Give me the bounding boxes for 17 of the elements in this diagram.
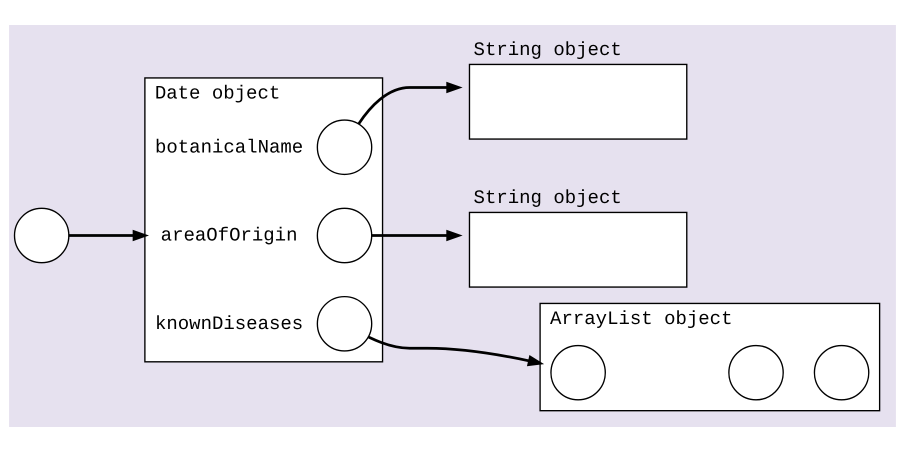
node-label: botanicalName <box>154 136 303 158</box>
node-circle <box>13 208 70 264</box>
arrow <box>371 230 462 242</box>
node-circle <box>728 344 784 401</box>
arrow <box>368 336 544 366</box>
node-circle <box>316 208 372 264</box>
cluster: ArrayList object <box>538 302 880 412</box>
node-circle <box>316 119 372 176</box>
arrow <box>357 82 462 125</box>
node-label: areaOfOrigin <box>160 224 298 247</box>
node-label: String object <box>473 39 622 62</box>
node-label: knownDiseases <box>154 312 303 335</box>
node-circle <box>813 344 869 401</box>
node-label: String object <box>473 187 622 210</box>
node-circle <box>550 344 606 401</box>
node-circle <box>316 296 372 352</box>
arrow <box>68 230 148 242</box>
